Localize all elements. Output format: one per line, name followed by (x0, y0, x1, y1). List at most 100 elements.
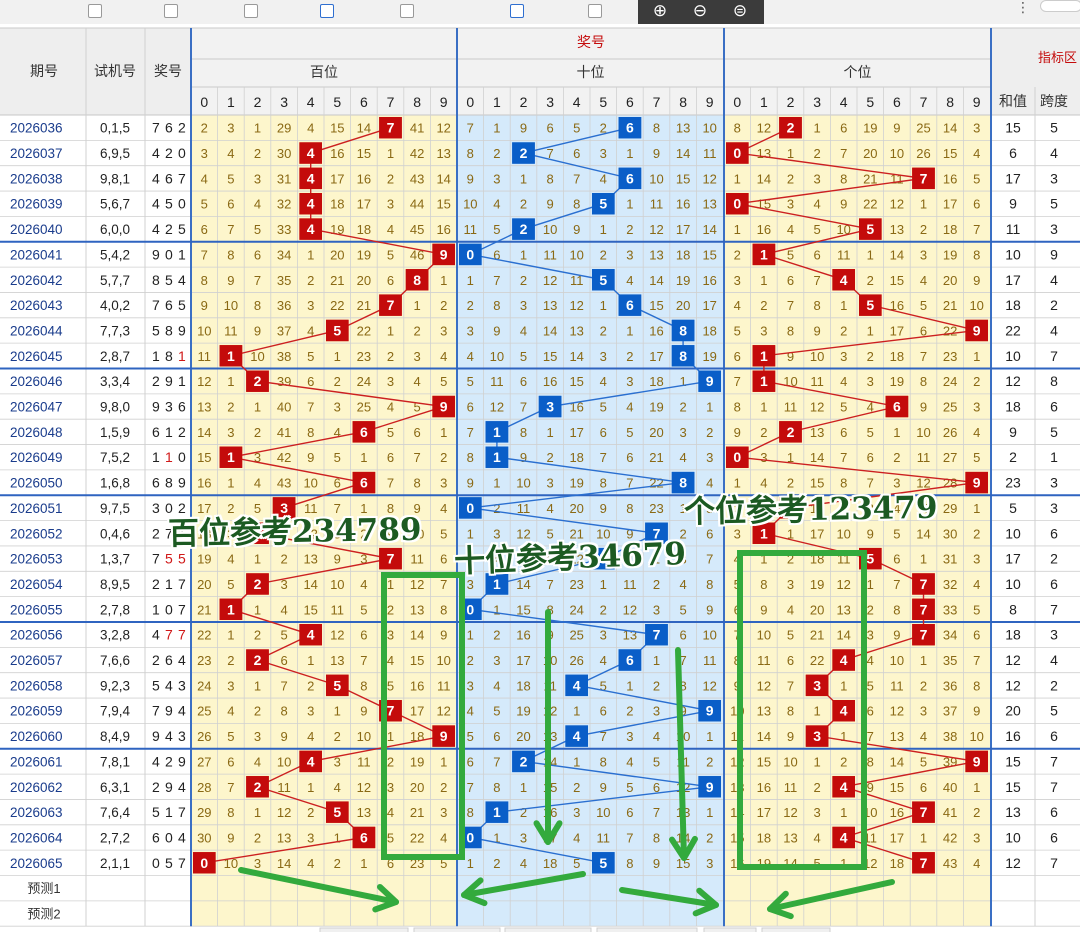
toolbar-icon[interactable] (320, 4, 334, 18)
omission-value: 4 (546, 501, 553, 516)
header-digit: 9 (440, 94, 448, 110)
predict-cell[interactable] (937, 876, 963, 900)
omission-value: 3 (920, 247, 927, 262)
bottom-tab[interactable] (761, 927, 831, 932)
predict-cell[interactable] (325, 901, 351, 925)
omission-value: 2 (787, 552, 794, 567)
predict-cell[interactable] (804, 901, 830, 925)
sum-value: 17 (1005, 272, 1021, 288)
units-highlight-box (737, 550, 867, 870)
omission-value: 1 (334, 830, 341, 845)
hit-digit-top: 5 (333, 804, 341, 820)
omission-value: 9 (520, 121, 527, 136)
toolbar-icon[interactable] (588, 4, 602, 18)
predict-cell[interactable] (484, 901, 510, 925)
hit-digit-top: 6 (360, 475, 368, 491)
hit-cell-top (485, 801, 509, 823)
zoom-out-icon[interactable]: ⊖ (692, 1, 708, 21)
predict-cell[interactable] (192, 876, 218, 900)
omission-value: 22 (330, 298, 344, 313)
hit-digit-top: 7 (920, 601, 928, 617)
predict-cell[interactable] (884, 876, 910, 900)
predict-cell[interactable] (431, 901, 457, 925)
predict-cell[interactable] (404, 876, 430, 900)
search-bar[interactable] (1040, 0, 1080, 12)
omission-value: 6 (387, 856, 394, 871)
period-cell: 2026047 (10, 400, 63, 415)
omission-value: 11 (703, 146, 717, 161)
toolbar-icon[interactable] (510, 4, 524, 18)
omission-value: 24 (569, 602, 583, 617)
predict-cell[interactable] (644, 901, 670, 925)
predict-cell[interactable] (591, 876, 617, 900)
omission-value: 19 (702, 349, 716, 364)
menu-icon[interactable]: ⋮ (1016, 0, 1030, 16)
predict-cell[interactable] (458, 901, 484, 925)
bottom-tab[interactable] (504, 927, 592, 932)
trial-number-cell: 2,7,2 (100, 830, 130, 845)
bottom-tab[interactable] (319, 927, 409, 932)
omission-value: 19 (810, 577, 824, 592)
predict-cell[interactable] (725, 901, 751, 925)
omission-value: 12 (757, 121, 771, 136)
period-cell: 2026057 (10, 653, 63, 668)
predict-cell[interactable] (670, 901, 696, 925)
award-digit: 6 (165, 297, 174, 313)
period-cell: 2026044 (10, 323, 63, 338)
omission-value: 14 (890, 247, 904, 262)
predict-cell[interactable] (831, 901, 857, 925)
hit-digit-top: 5 (599, 196, 607, 212)
toolbar-icon[interactable] (164, 4, 178, 18)
zoom-reset-icon[interactable]: ⊜ (732, 1, 748, 21)
predict-cell[interactable] (725, 876, 751, 900)
predict-cell[interactable] (298, 901, 324, 925)
predict-cell[interactable] (192, 901, 218, 925)
award-digit: 4 (178, 272, 187, 288)
predict-cell[interactable] (351, 901, 377, 925)
toolbar-icon[interactable] (88, 4, 102, 18)
hit-digit-top: 3 (813, 677, 821, 693)
omission-value: 15 (943, 146, 957, 161)
omission-value: 3 (600, 146, 607, 161)
award-digit: 9 (152, 728, 161, 744)
predict-cell[interactable] (937, 901, 963, 925)
predict-cell[interactable] (404, 901, 430, 925)
omission-value: 8 (653, 121, 660, 136)
hit-cell-top (618, 167, 642, 190)
predict-cell[interactable] (218, 876, 244, 900)
predict-cell[interactable] (564, 901, 590, 925)
award-digit: 5 (152, 804, 161, 820)
hit-digit-top: 1 (227, 601, 235, 617)
predict-cell[interactable] (911, 901, 937, 925)
predict-cell[interactable] (245, 901, 271, 925)
predict-cell[interactable] (537, 901, 563, 925)
zoom-in-icon[interactable]: ⊕ (652, 1, 668, 21)
bottom-tab[interactable] (413, 927, 501, 932)
bottom-tab[interactable] (596, 927, 698, 932)
period-cell: 2026046 (10, 374, 63, 389)
omission-value: 12 (836, 577, 850, 592)
trial-number-cell: 5,4,2 (100, 247, 130, 262)
predict-cell[interactable] (964, 901, 990, 925)
predict-cell[interactable] (431, 876, 457, 900)
predict-cell[interactable] (751, 876, 777, 900)
predict-cell[interactable] (511, 901, 537, 925)
predict-cell[interactable] (884, 901, 910, 925)
omission-value: 5 (227, 171, 234, 186)
predict-cell[interactable] (591, 901, 617, 925)
hit-digit-top: 2 (787, 120, 795, 136)
predict-cell[interactable] (911, 876, 937, 900)
toolbar-icon[interactable] (244, 4, 258, 18)
omission-value: 20 (676, 298, 690, 313)
predict-cell[interactable] (245, 876, 271, 900)
predict-cell[interactable] (858, 901, 884, 925)
bottom-tab[interactable] (703, 927, 757, 932)
predict-cell[interactable] (271, 901, 297, 925)
predict-cell[interactable] (218, 901, 244, 925)
omission-value: 7 (867, 729, 874, 744)
omission-value: 1 (227, 628, 234, 643)
omission-value: 1 (653, 653, 660, 668)
predict-cell[interactable] (964, 876, 990, 900)
predict-cell[interactable] (617, 901, 643, 925)
toolbar-icon[interactable] (400, 4, 414, 18)
